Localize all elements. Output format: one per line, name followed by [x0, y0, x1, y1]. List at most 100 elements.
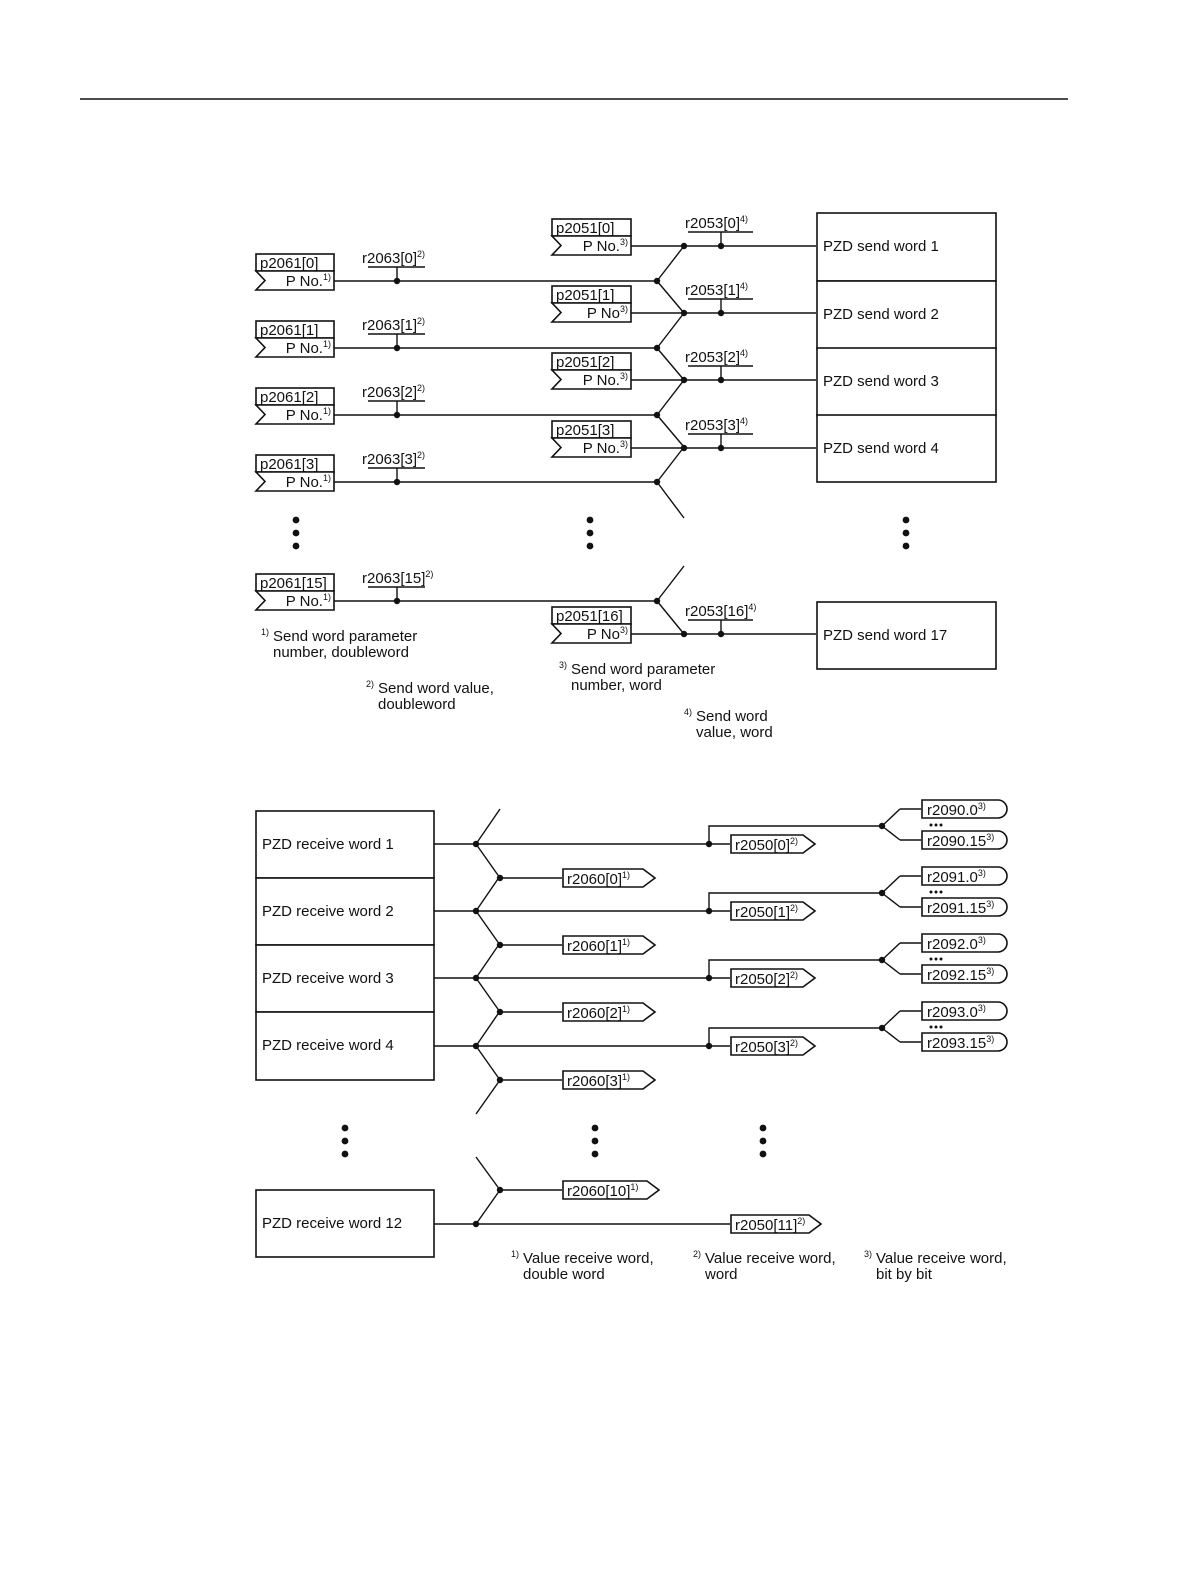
bit-ellipsis-dot [934, 890, 938, 894]
send-continuation-dot [586, 542, 594, 550]
send-dword-param-name: p2061[3] [260, 456, 318, 473]
parameter-number-box [254, 404, 335, 425]
receive-footnote-3-text: bit by bit [876, 1266, 933, 1283]
receive-continuation-dot [591, 1124, 599, 1132]
value-tap-dot [393, 597, 401, 605]
bit-output-last-label: r2092.153) [927, 966, 994, 984]
send-dword-param-name: p2061[1] [260, 322, 318, 339]
bit-tap-line [708, 825, 882, 844]
parameter-number-box [550, 235, 632, 256]
send-dword-param-pno: P No.1) [286, 406, 331, 424]
value-tap-dot [393, 277, 401, 285]
send-footnote-2-number: 2) [366, 679, 374, 689]
bit-ellipsis-dot [939, 890, 943, 894]
receive-word-output-label: r2050[3]2) [735, 1038, 798, 1056]
send-dword-param-name: p2061[15] [260, 575, 327, 592]
receive-word-output-connector [730, 901, 817, 921]
bit-tap-line [708, 959, 882, 978]
send-footnote-4-text: value, word [696, 724, 773, 741]
send-dword-value-label: r2063[2]2) [362, 383, 425, 401]
send-word-label: PZD send word 4 [823, 440, 939, 457]
send-dword-value-label: r2063[15]2) [362, 569, 433, 587]
merge-dot [680, 630, 688, 638]
value-tap-dot [717, 630, 725, 638]
receive-lower-branch [475, 977, 501, 1013]
send-footnote-3-number: 3) [559, 660, 567, 670]
send-word-box [816, 601, 997, 670]
receive-word-output-label: r2050[0]2) [735, 836, 798, 854]
send-dword-param-connector: p2061[1]P No.1) [254, 320, 335, 358]
receive-footnote-3-text: Value receive word, [876, 1250, 1007, 1267]
bit-output-first-connector [921, 799, 1008, 819]
bit-output-last-connector [921, 830, 1008, 850]
send-footnote-1-text: Send word parameter [273, 628, 417, 645]
parameter-number-box [550, 623, 632, 644]
receive-word-label: PZD receive word 12 [262, 1215, 402, 1232]
send-word-param-pno: P No3) [587, 625, 628, 643]
send-word-param-name: p2051[2] [556, 354, 614, 371]
send-footnote-4-number: 4) [684, 707, 692, 717]
receive-continuation-dot [341, 1137, 349, 1145]
send-continuation-dot [292, 542, 300, 550]
receive-word-box [255, 1011, 435, 1081]
receive-continuation-dot [341, 1150, 349, 1158]
value-tap-dot [717, 242, 725, 250]
bit-branch [881, 875, 901, 894]
parameter-number-box [550, 302, 632, 323]
merge-dot [680, 242, 688, 250]
bit-output-last-label: r2090.153) [927, 832, 994, 850]
receive-footnote-2-text: Value receive word, [705, 1250, 836, 1267]
bit-branch [881, 959, 901, 975]
receive-dword-output-label: r2060[10]1) [567, 1182, 638, 1200]
send-word-label: PZD send word 3 [823, 373, 939, 390]
send-dword-param-pno: P No.1) [286, 592, 331, 610]
receive-continuation-dot [591, 1150, 599, 1158]
merge-dot [680, 376, 688, 384]
merge-dot [680, 444, 688, 452]
bit-tap-line [708, 892, 882, 911]
dword-output-dot [496, 874, 504, 882]
bit-output-first-label: r2092.03) [927, 935, 986, 953]
bit-ellipsis-dot [939, 823, 943, 827]
send-dword-value-label: r2063[3]2) [362, 450, 425, 468]
send-footnote-3-text: number, word [571, 677, 662, 694]
merge-dot [680, 309, 688, 317]
split-upper-branch [656, 245, 685, 282]
receive-upper-branch [475, 1156, 501, 1191]
parameter-number-box [254, 590, 335, 611]
send-word-value-label: r2053[3]4) [685, 416, 748, 434]
receive-word-output-label: r2050[1]2) [735, 903, 798, 921]
bit-ellipsis-dot [929, 957, 933, 961]
send-word-param-name: p2051[16] [556, 608, 623, 625]
value-tap-dot [717, 309, 725, 317]
send-dword-param-connector: p2061[3]P No.1) [254, 454, 335, 492]
receive-continuation-dot [591, 1137, 599, 1145]
send-continuation-dot [902, 529, 910, 537]
send-footnote-2-text: doubleword [378, 696, 456, 713]
bit-ellipsis-dot [934, 1025, 938, 1029]
send-dword-param-pno: P No.1) [286, 272, 331, 290]
bit-ellipsis-dot [929, 823, 933, 827]
send-word-param-pno: P No.3) [583, 439, 628, 457]
send-word-box [816, 347, 997, 417]
value-tap-dot [393, 478, 401, 486]
bit-ellipsis-dot [929, 1025, 933, 1029]
parameter-number-box [254, 471, 335, 492]
bit-output-first-label: r2091.03) [927, 868, 986, 886]
send-dword-param-pno: P No.1) [286, 473, 331, 491]
receive-footnote-2-number: 2) [693, 1249, 701, 1259]
send-continuation-dot [292, 516, 300, 524]
send-word-box [816, 414, 997, 483]
send-word-value-label: r2053[0]4) [685, 214, 748, 232]
send-continuation-dot [586, 516, 594, 524]
receive-word-box [255, 944, 435, 1013]
dword-output-dot [496, 1186, 504, 1194]
split-upper-branch [656, 446, 685, 483]
receive-word-label: PZD receive word 3 [262, 970, 394, 987]
split-lower-branch [656, 414, 685, 448]
send-word-box [816, 212, 997, 282]
receive-upper-branch [475, 1189, 501, 1225]
receive-dword-output-connector [562, 1002, 657, 1022]
receive-word-label: PZD receive word 4 [262, 1037, 394, 1054]
send-word-param-pno: P No.3) [583, 371, 628, 389]
